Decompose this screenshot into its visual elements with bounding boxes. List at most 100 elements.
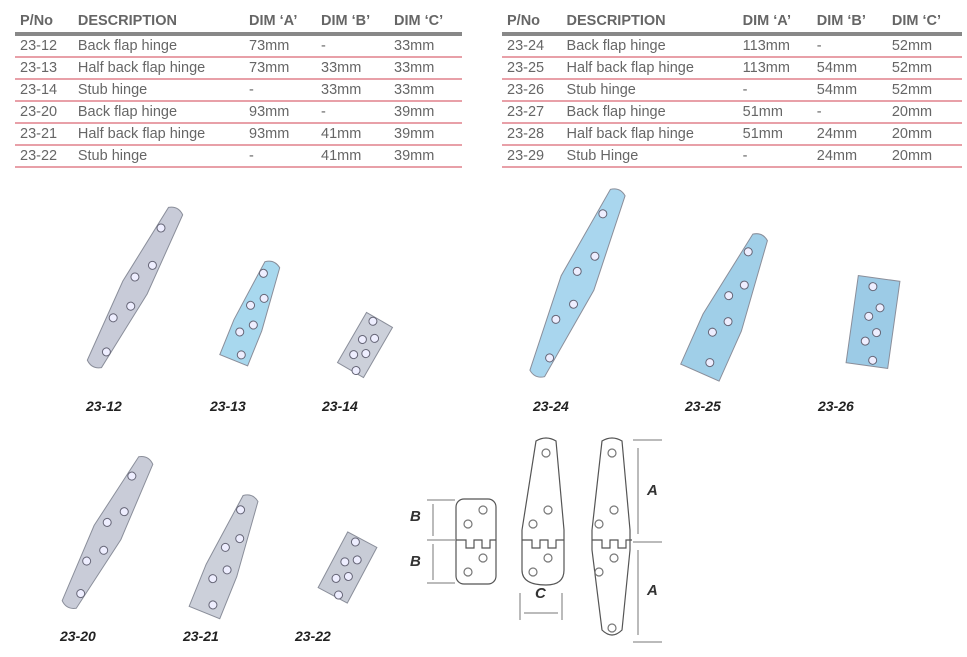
dim-a-label: A <box>647 582 658 599</box>
table-cell: - <box>811 34 887 58</box>
table-cell: 20mm <box>886 123 962 146</box>
table-cell: 113mm <box>737 57 812 80</box>
table-cell: 20mm <box>886 101 962 124</box>
dim-c-label: C <box>535 585 546 602</box>
table-cell: Half back flap hinge <box>72 57 245 80</box>
dim-b-label: B <box>410 553 421 570</box>
table-cell: 73mm <box>244 34 317 58</box>
table-cell: Half back flap hinge <box>561 123 738 146</box>
table-cell: 39mm <box>389 101 462 124</box>
table-cell: 93mm <box>244 101 317 124</box>
hinge-photo <box>188 494 259 620</box>
table-cell: 33mm <box>389 79 462 102</box>
column-header: DESCRIPTION <box>561 10 738 36</box>
table-cell: Back flap hinge <box>561 34 738 58</box>
table-cell: 23-21 <box>15 123 73 146</box>
product-label: 23-25 <box>685 398 721 414</box>
table-cell: 33mm <box>389 34 462 58</box>
table-cell: 24mm <box>811 123 887 146</box>
product-label: 23-22 <box>295 628 331 644</box>
table-cell: - <box>244 79 317 102</box>
table-cell: 52mm <box>886 79 962 102</box>
table-cell: - <box>316 101 389 124</box>
table-cell: - <box>316 34 389 58</box>
table-cell: 41mm <box>316 123 389 146</box>
table-cell: 23-22 <box>15 145 73 168</box>
column-header: DIM ‘C’ <box>886 10 962 36</box>
product-label: 23-20 <box>60 628 96 644</box>
table-cell: 33mm <box>316 57 389 80</box>
column-header: DESCRIPTION <box>72 10 245 36</box>
column-header: DIM ‘A’ <box>244 10 317 36</box>
column-header: DIM ‘B’ <box>316 10 389 36</box>
product-label: 23-13 <box>210 398 246 414</box>
table-cell: 73mm <box>244 57 317 80</box>
product-label: 23-12 <box>86 398 122 414</box>
table-cell: 52mm <box>886 57 962 80</box>
hinge-photo <box>336 311 394 379</box>
table-cell: 20mm <box>886 145 962 168</box>
hinge-photo <box>219 260 281 367</box>
column-header: P/No <box>15 10 73 36</box>
hinge-photo <box>529 188 626 378</box>
table-cell: 23-24 <box>502 34 562 58</box>
table-cell: 54mm <box>811 79 887 102</box>
table-cell: Back flap hinge <box>561 101 738 124</box>
product-label: 23-21 <box>183 628 219 644</box>
table-cell: 33mm <box>316 79 389 102</box>
table-cell: 23-27 <box>502 101 562 124</box>
table-cell: Back flap hinge <box>72 101 245 124</box>
dim-b-label: B <box>410 508 421 525</box>
table-cell: 51mm <box>737 101 812 124</box>
table-cell: - <box>737 145 812 168</box>
table-cell: 23-25 <box>502 57 562 80</box>
column-header: P/No <box>502 10 562 36</box>
table-cell: 39mm <box>389 145 462 168</box>
table-cell: 23-26 <box>502 79 562 102</box>
table-cell: 113mm <box>737 34 812 58</box>
dim-a-label: A <box>647 482 658 499</box>
table-cell: - <box>811 101 887 124</box>
table-cell: - <box>244 145 317 168</box>
table-cell: 54mm <box>811 57 887 80</box>
hinge-photo <box>86 206 184 369</box>
table-cell: 33mm <box>389 57 462 80</box>
table-cell: Half back flap hinge <box>561 57 738 80</box>
table-cell: 23-29 <box>502 145 562 168</box>
hinge-photo <box>317 531 378 604</box>
table-cell: 51mm <box>737 123 812 146</box>
table-cell: - <box>737 79 812 102</box>
table-cell: 23-13 <box>15 57 73 80</box>
table-cell: Stub hinge <box>561 79 738 102</box>
table-cell: 24mm <box>811 145 887 168</box>
table-cell: 93mm <box>244 123 317 146</box>
hinge-photo <box>61 456 154 609</box>
table-cell: 39mm <box>389 123 462 146</box>
table-cell: 23-28 <box>502 123 562 146</box>
table-cell: 23-12 <box>15 34 73 58</box>
table-cell: Half back flap hinge <box>72 123 245 146</box>
table-cell: Stub hinge <box>72 79 245 102</box>
table-cell: Stub hinge <box>72 145 245 168</box>
product-label: 23-26 <box>818 398 854 414</box>
table-cell: 41mm <box>316 145 389 168</box>
dimension-diagram <box>427 437 662 643</box>
hinge-photo <box>680 233 768 382</box>
table-cell: 23-20 <box>15 101 73 124</box>
product-label: 23-24 <box>533 398 569 414</box>
column-header: DIM ‘C’ <box>389 10 462 36</box>
table-cell: Back flap hinge <box>72 34 245 58</box>
